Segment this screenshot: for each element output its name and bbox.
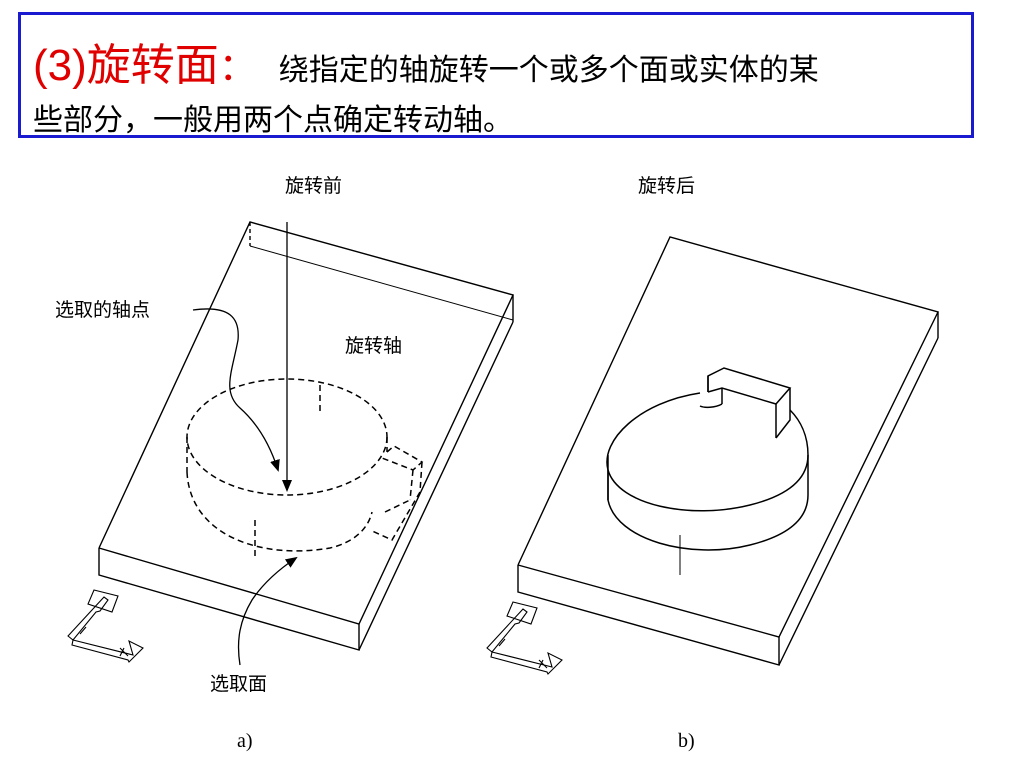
rotated-face-b (606, 367, 809, 575)
description-line-2: 些部分，一般用两个点确定转动轴。 (33, 103, 513, 138)
banner-line-1: (3)旋转面： 绕指定的轴旋转一个或多个面或实体的某 (33, 29, 819, 93)
face-leader (237, 556, 298, 666)
selected-face-a (186, 378, 424, 560)
axis-point-label: 选取的轴点 (55, 299, 150, 321)
figure-a-caption: a) (237, 730, 253, 752)
figure-b-title: 旋转后 (638, 175, 695, 197)
rotate-face-diagram: 旋转前 选取的轴点 (55, 175, 939, 752)
figure-a: 旋转前 选取的轴点 (55, 175, 514, 752)
plate-b (517, 236, 939, 666)
figure-b-caption: b) (678, 730, 695, 752)
section-heading: (3)旋转面 (33, 41, 219, 90)
plate-a (98, 221, 514, 651)
title-banner: (3)旋转面： 绕指定的轴旋转一个或多个面或实体的某 些部分，一般用两个点确定转动… (18, 12, 974, 138)
figure-b: 旋转后 (486, 175, 939, 752)
selected-face-label: 选取面 (210, 673, 267, 695)
axis-point-leader (192, 308, 280, 472)
heading-colon: ： (218, 45, 257, 89)
figure-a-title: 旋转前 (285, 175, 342, 197)
ucs-icon-a (67, 589, 144, 663)
rotation-axis-label: 旋转轴 (345, 335, 402, 357)
ucs-icon-b (486, 601, 563, 675)
description-line-1: 绕指定的轴旋转一个或多个面或实体的某 (278, 53, 819, 88)
